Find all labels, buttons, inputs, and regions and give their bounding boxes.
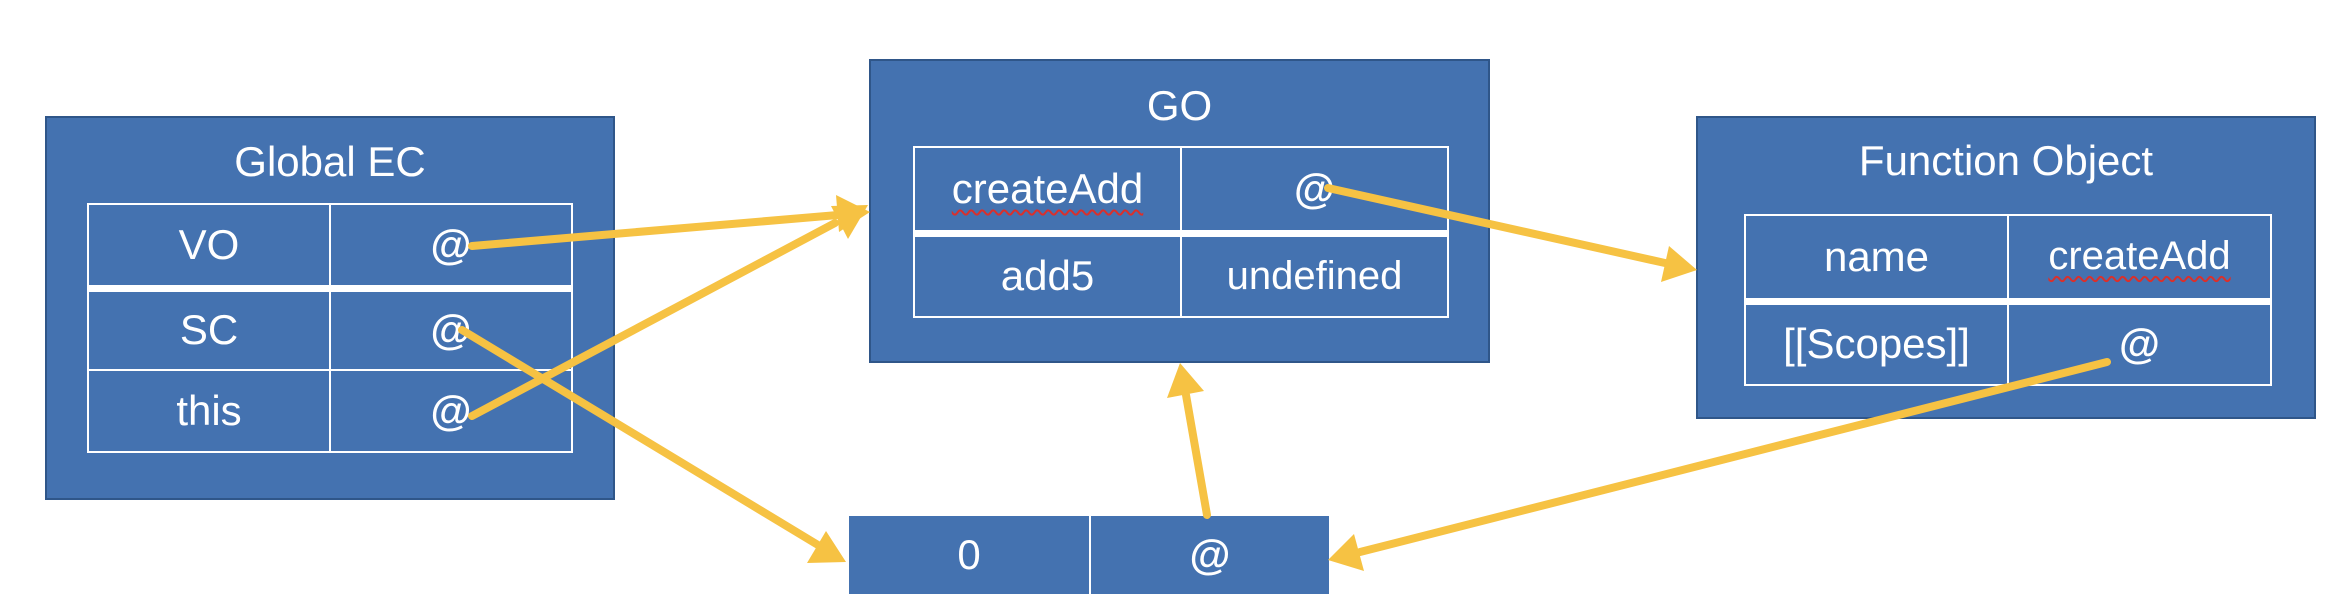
global-ec-row-sc: SC @ <box>87 287 573 371</box>
scope-chain-value: @ <box>1189 531 1231 578</box>
arrowhead-createadd-to-function-object <box>1661 246 1697 282</box>
function-object-key-name: name <box>1744 214 2009 305</box>
global-ec-key-vo: VO <box>87 203 331 292</box>
global-ec-key-this: this <box>87 369 331 453</box>
arrowhead-this-to-go <box>831 205 868 239</box>
global-ec-value-vo: @ <box>329 203 573 292</box>
function-object-key-scopes: [[Scopes]] <box>1744 300 2009 386</box>
scope-chain-index-cell: 0 <box>849 516 1089 594</box>
function-object-row-name: name createAdd <box>1744 214 2272 305</box>
arrow-scope-chain-to-go <box>1182 391 1211 519</box>
function-object-value-scopes: @ <box>2007 300 2272 386</box>
function-object-table: name createAdd [[Scopes]] @ <box>1744 214 2272 386</box>
global-ec-value-sc: @ <box>329 287 573 371</box>
global-ec-row-this: this @ <box>87 369 573 453</box>
go-value-createadd: @ <box>1180 146 1449 237</box>
global-ec-value-this: @ <box>329 369 573 453</box>
go-row-createadd: createAdd @ <box>913 146 1449 237</box>
function-object-box: Function Object name createAdd [[Scopes]… <box>1696 116 2316 419</box>
function-object-value-name: createAdd <box>2007 214 2272 305</box>
arrowhead-sc-to-scope-chain <box>807 531 846 563</box>
go-title: GO <box>1146 82 1213 129</box>
arrowhead-scope-chain-to-go <box>1167 363 1204 398</box>
global-ec-box: Global EC VO @ SC @ this @ <box>45 116 615 500</box>
global-ec-title: Global EC <box>234 138 426 185</box>
function-object-title: Function Object <box>1858 137 2154 184</box>
function-object-row-scopes: [[Scopes]] @ <box>1744 300 2272 386</box>
scope-chain-divider <box>1089 516 1091 594</box>
go-key-add5: add5 <box>913 232 1182 318</box>
go-key-createadd-text: createAdd <box>951 164 1144 212</box>
go-key-createadd: createAdd <box>913 146 1182 237</box>
arrowhead-vo-to-go <box>836 195 870 232</box>
global-ec-row-vo: VO @ <box>87 203 573 292</box>
go-value-add5: undefined <box>1180 232 1449 318</box>
global-ec-key-sc: SC <box>87 287 331 371</box>
go-row-add5: add5 undefined <box>913 232 1449 318</box>
function-object-value-name-text: createAdd <box>2048 234 2231 279</box>
scope-chain-index: 0 <box>957 531 981 578</box>
scope-chain-value-cell: @ <box>1091 516 1329 594</box>
arrowhead-scopes-to-scope-chain <box>1328 534 1364 571</box>
global-ec-table: VO @ SC @ this @ <box>87 203 573 453</box>
go-table: createAdd @ add5 undefined <box>913 146 1449 318</box>
go-box: GO createAdd @ add5 undefined <box>869 59 1490 363</box>
